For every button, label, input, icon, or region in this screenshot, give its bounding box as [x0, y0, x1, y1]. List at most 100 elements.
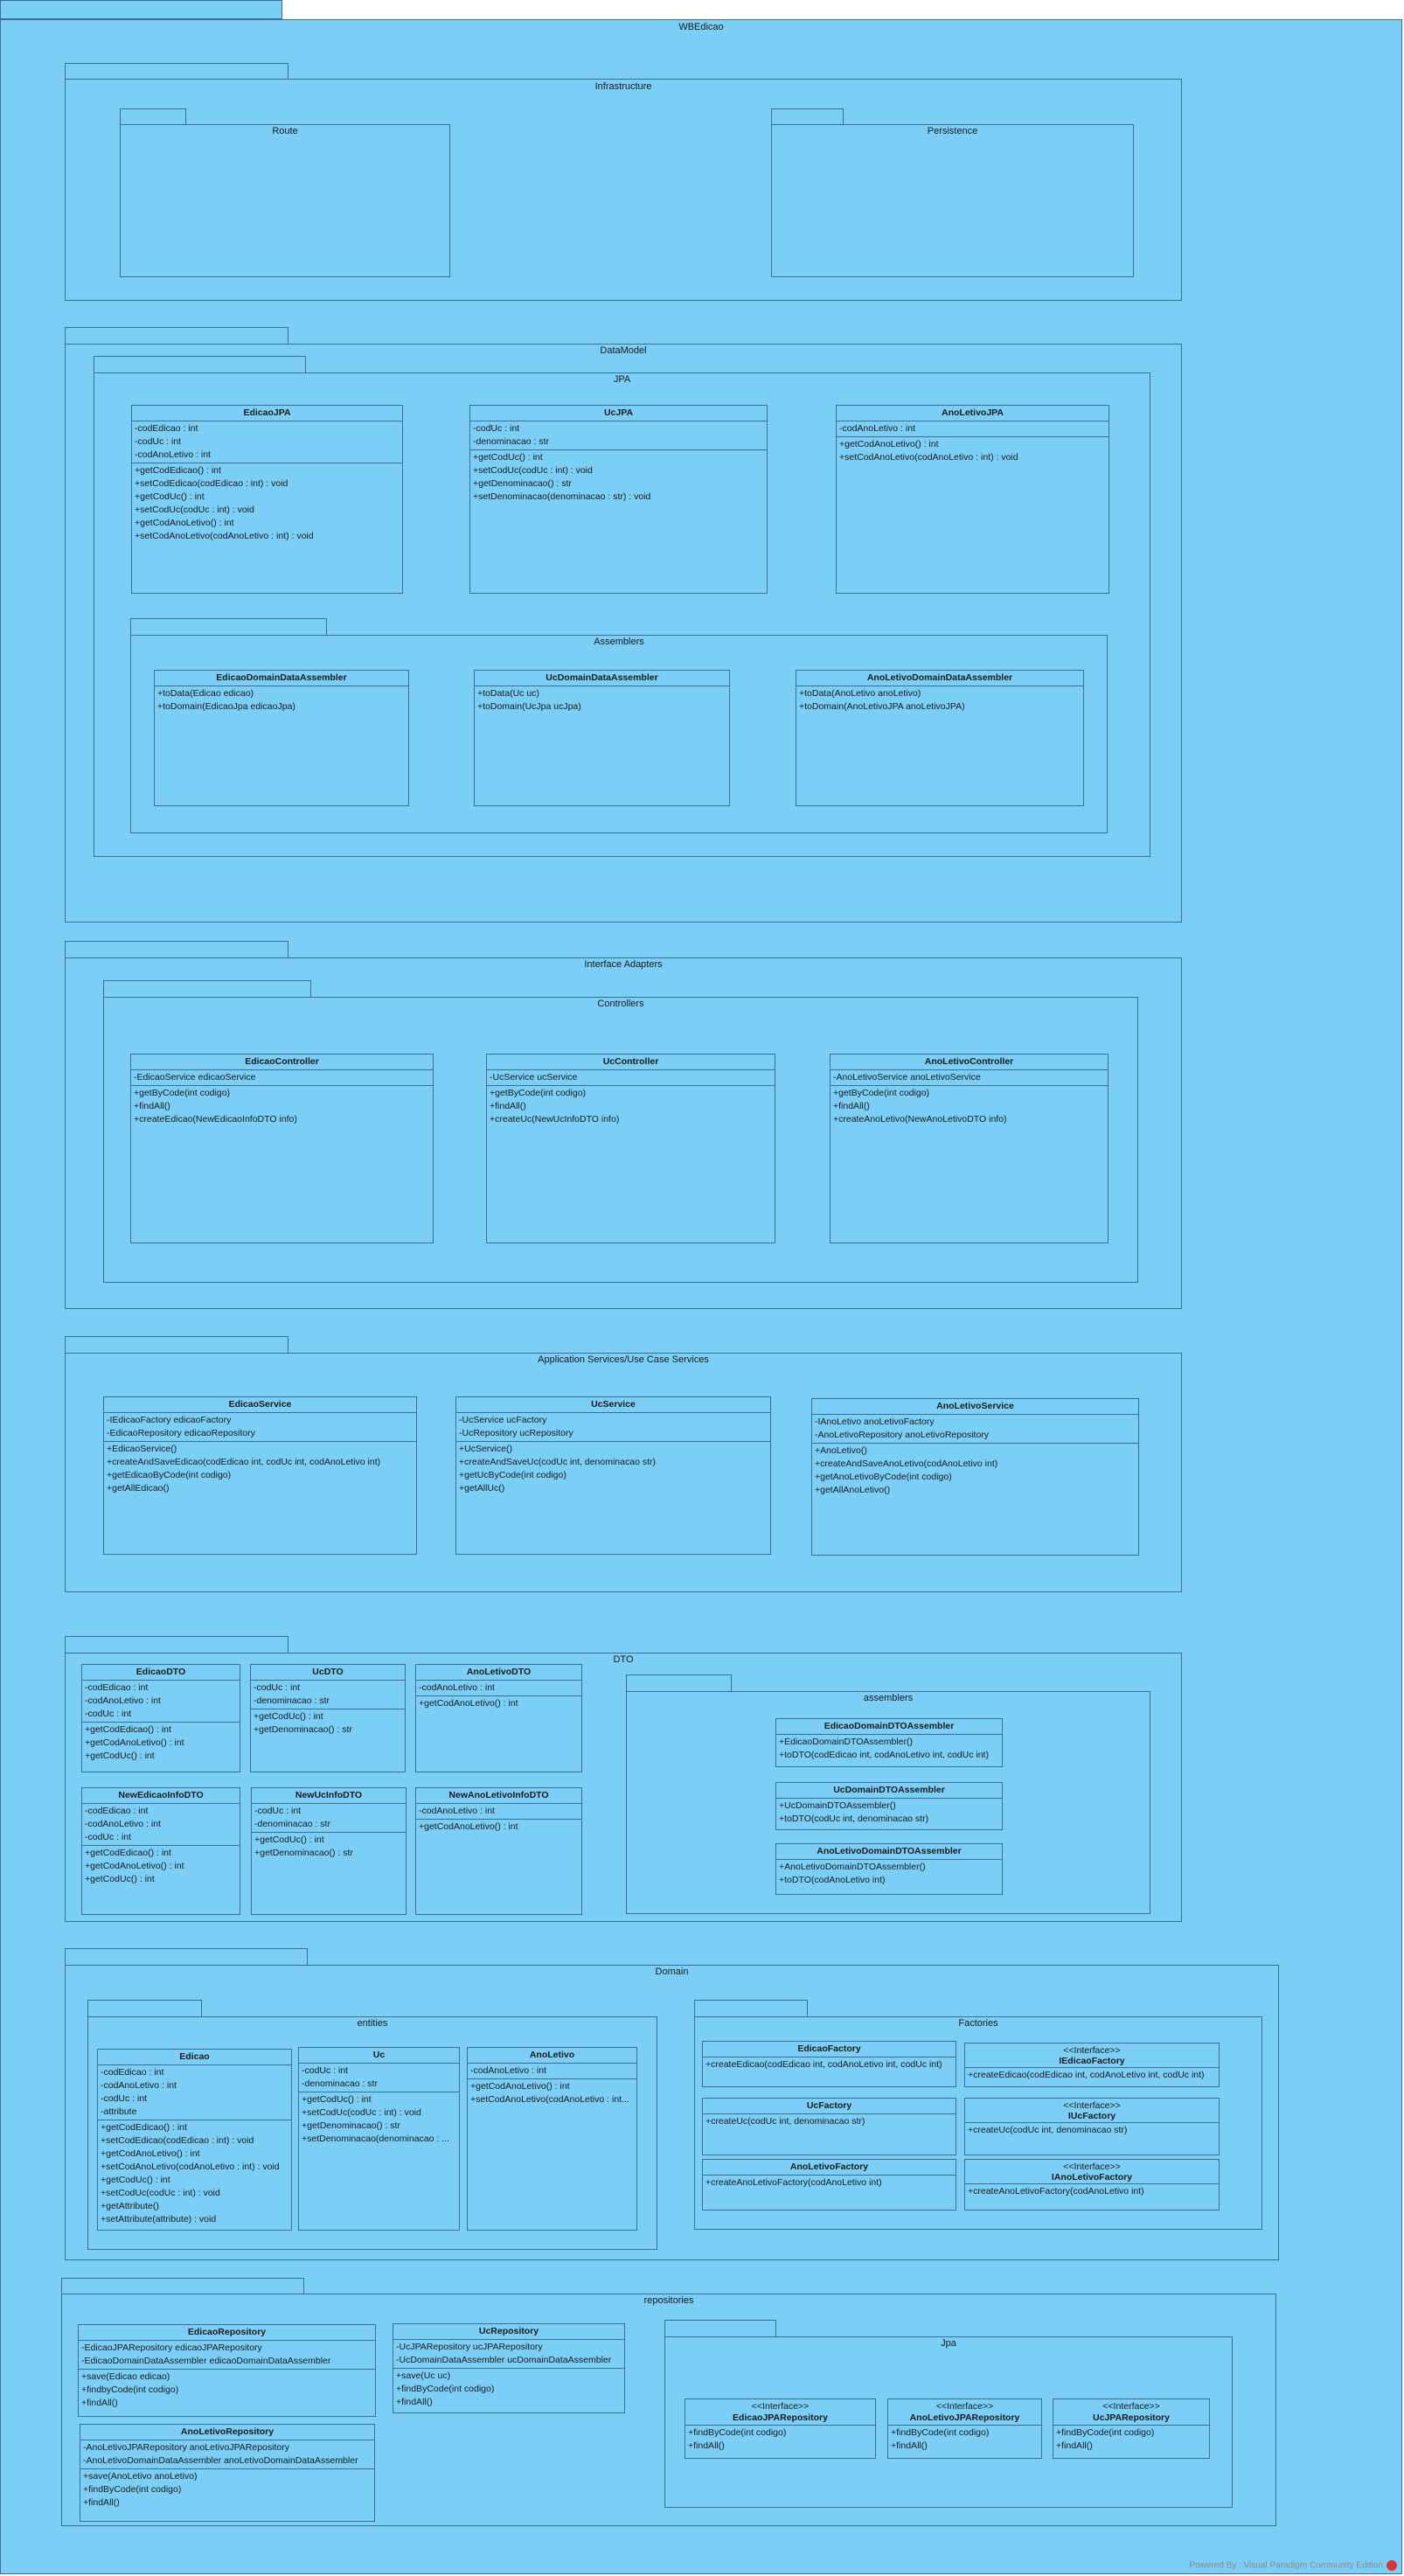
class-edicaodto[interactable]: EdicaoDTO -codEdicao : int -codAnoLetivo…	[81, 1664, 240, 1772]
stereotype: <<Interface>>	[1102, 2401, 1160, 2412]
class-anoletivofactory[interactable]: AnoLetivoFactory +createAnoLetivoFactory…	[702, 2159, 956, 2210]
stereotype: <<Interface>>	[935, 2401, 994, 2412]
class-edicaodomaindtoassembler[interactable]: EdicaoDomainDTOAssembler +EdicaoDomainDT…	[775, 1718, 1003, 1767]
operations: +findByCode(int codigo) +findAll()	[685, 2426, 875, 2454]
package-tab-controllers	[103, 980, 311, 998]
class-name: AnoLetivoController	[831, 1055, 1108, 1070]
class-name: UcDomainDTOAssembler	[776, 1783, 1002, 1799]
class-edicaofactory[interactable]: EdicaoFactory +createEdicao(codEdicao in…	[702, 2041, 956, 2087]
operation: +getDenominacao() : str	[254, 1724, 352, 1735]
operation: +setCodUc(codUc : int) : void	[101, 2188, 220, 2198]
attribute: -codUc : int	[85, 1709, 132, 1719]
operation: +getCodEdicao() : int	[85, 1848, 171, 1858]
class-edicaoservice[interactable]: EdicaoService -IEdicaoFactory edicaoFact…	[103, 1396, 417, 1555]
class-name: AnoLetivoJPA	[837, 406, 1109, 421]
operation: +findByCode(int codigo)	[891, 2427, 990, 2438]
operations: +getByCode(int codigo) +findAll() +creat…	[131, 1086, 433, 1127]
operations: +UcDomainDTOAssembler() +toDTO(codUc int…	[776, 1799, 1002, 1827]
class-ucrepository[interactable]: UcRepository -UcJPARepository ucJPARepos…	[393, 2323, 625, 2413]
class-ucdto[interactable]: UcDTO -codUc : int -denominacao : str +g…	[250, 1664, 406, 1772]
operation: +toDTO(codEdicao int, codAnoLetivo int, …	[779, 1750, 989, 1760]
class-edicaodomaindataassembler[interactable]: EdicaoDomainDataAssembler +toData(Edicao…	[154, 670, 409, 806]
class-name: AnoLetivoRepository	[80, 2425, 374, 2440]
package-title: DTO	[613, 1654, 634, 1665]
class-name: NewAnoLetivoInfoDTO	[416, 1788, 581, 1804]
class-uc[interactable]: Uc -codUc : int -denominacao : str +getC…	[298, 2047, 460, 2231]
attribute: -EdicaoJPARepository edicaoJPARepository	[81, 2343, 262, 2353]
operation: +getAnoLetivoByCode(int codigo)	[815, 1472, 952, 1482]
package-title: entities	[357, 2018, 388, 2029]
class-ucfactory[interactable]: UcFactory +createUc(codUc int, denominac…	[702, 2098, 956, 2155]
operations: +EdicaoDomainDTOAssembler() +toDTO(codEd…	[776, 1735, 1002, 1763]
package-title: assemblers	[863, 1693, 914, 1703]
operation: +toData(Uc uc)	[477, 688, 539, 699]
operation: +setCodAnoLetivo(codAnoLetivo : int) : v…	[101, 2162, 280, 2172]
class-name: <<Interface>> EdicaoJPARepository	[685, 2399, 875, 2426]
class-name: <<Interface>> AnoLetivoJPARepository	[888, 2399, 1041, 2426]
stereotype: <<Interface>>	[1063, 2162, 1121, 2172]
operation: +getCodAnoLetivo() : int	[470, 2081, 570, 2092]
class-ucdomaindataassembler[interactable]: UcDomainDataAssembler +toData(Uc uc) +to…	[474, 670, 730, 806]
class-name: AnoLetivoFactory	[703, 2160, 956, 2176]
class-anoletivo[interactable]: AnoLetivo -codAnoLetivo : int +getCodAno…	[467, 2047, 637, 2231]
class-anoletivorepository[interactable]: AnoLetivoRepository -AnoLetivoJPAReposit…	[80, 2424, 375, 2522]
operation: +findByCode(int codigo)	[83, 2484, 182, 2495]
class-edicaojpa[interactable]: EdicaoJPA -codEdicao : int -codUc : int …	[131, 405, 403, 594]
attribute: -codAnoLetivo : int	[419, 1806, 495, 1816]
package-tab-datamodel	[65, 327, 288, 345]
class-anoletivodomaindataassembler[interactable]: AnoLetivoDomainDataAssembler +toData(Ano…	[796, 670, 1084, 806]
class-anoletivodto[interactable]: AnoLetivoDTO -codAnoLetivo : int +getCod…	[415, 1664, 582, 1772]
attributes: -UcService ucFactory -UcRepository ucRep…	[456, 1413, 770, 1442]
attributes: -AnoLetivoJPARepository anoLetivoJPARepo…	[80, 2440, 374, 2469]
class-name: AnoLetivoDomainDataAssembler	[796, 671, 1083, 686]
operations: +getCodUc() : int +setCodUc(codUc : int)…	[470, 450, 767, 505]
class-newanoletivoinfodto[interactable]: NewAnoLetivoInfoDTO -codAnoLetivo : int …	[415, 1787, 582, 1915]
operations: +getCodEdicao() : int +setCodEdicao(codE…	[132, 463, 402, 544]
operation: +findAll()	[490, 1101, 526, 1111]
interface-anoletivojparepository[interactable]: <<Interface>> AnoLetivoJPARepository +fi…	[887, 2398, 1042, 2459]
attribute: -codEdicao : int	[85, 1682, 149, 1693]
class-anoletivoservice[interactable]: AnoLetivoService -IAnoLetivo anoLetivoFa…	[811, 1398, 1139, 1556]
class-newedicaoinfodto[interactable]: NewEdicaoInfoDTO -codEdicao : int -codAn…	[81, 1787, 240, 1915]
interface-ucjparepository[interactable]: <<Interface>> UcJPARepository +findByCod…	[1053, 2398, 1210, 2459]
class-ucjpa[interactable]: UcJPA -codUc : int -denominacao : str +g…	[469, 405, 768, 594]
attribute: -EdicaoDomainDataAssembler edicaoDomainD…	[81, 2356, 331, 2366]
operation: +getByCode(int codigo)	[833, 1088, 930, 1098]
operations: +createEdicao(codEdicao int, codAnoLetiv…	[703, 2057, 956, 2072]
package-tab-repo-jpa	[664, 2320, 776, 2337]
class-anoletivojpa[interactable]: AnoLetivoJPA -codAnoLetivo : int +getCod…	[836, 405, 1109, 594]
class-edicaocontroller[interactable]: EdicaoController -EdicaoService edicaoSe…	[130, 1054, 434, 1243]
operation: +getCodAnoLetivo() : int	[101, 2148, 200, 2159]
attribute: -UcDomainDataAssembler ucDomainDataAssem…	[396, 2355, 612, 2365]
interface-iedicaofactory[interactable]: <<Interface>> IEdicaoFactory +createEdic…	[964, 2043, 1220, 2087]
class-name: <<Interface>> IUcFactory	[965, 2099, 1219, 2123]
class-ucdomaindtoassembler[interactable]: UcDomainDTOAssembler +UcDomainDTOAssembl…	[775, 1782, 1003, 1830]
class-anoletivodomaindtoassembler[interactable]: AnoLetivoDomainDTOAssembler +AnoLetivoDo…	[775, 1843, 1003, 1895]
class-name: <<Interface>> IAnoLetivoFactory	[965, 2160, 1219, 2184]
attribute: -codAnoLetivo : int	[839, 423, 915, 434]
operation: +toDomain(AnoLetivoJPA anoLetivoJPA)	[799, 701, 965, 712]
class-ucservice[interactable]: UcService -UcService ucFactory -UcReposi…	[455, 1396, 771, 1555]
attribute: -IAnoLetivo anoLetivoFactory	[815, 1417, 935, 1427]
attributes: -codUc : int -denominacao : str	[252, 1804, 406, 1833]
package-tab-repositories	[61, 2278, 304, 2294]
package-tab-domain	[65, 1948, 308, 1966]
class-edicao[interactable]: Edicao -codEdicao : int -codAnoLetivo : …	[97, 2049, 292, 2231]
interface-edicaojparepository[interactable]: <<Interface>> EdicaoJPARepository +findB…	[685, 2398, 876, 2459]
class-name: UcDomainDataAssembler	[475, 671, 729, 686]
package-tab-infrastructure	[65, 63, 288, 80]
class-name: EdicaoJPA	[132, 406, 402, 421]
class-anoletivocontroller[interactable]: AnoLetivoController -AnoLetivoService an…	[830, 1054, 1109, 1243]
operation: +getCodAnoLetivo() : int	[419, 1698, 518, 1709]
class-newucinfodto[interactable]: NewUcInfoDTO -codUc : int -denominacao :…	[251, 1787, 407, 1915]
operations: +createAnoLetivoFactory(codAnoLetivo int…	[703, 2176, 956, 2190]
class-edicaorepository[interactable]: EdicaoRepository -EdicaoJPARepository ed…	[78, 2324, 376, 2417]
attributes: -codEdicao : int -codAnoLetivo : int -co…	[98, 2065, 291, 2120]
package-tab-persistence	[771, 108, 844, 125]
class-uccontroller[interactable]: UcController -UcService ucService +getBy…	[486, 1054, 775, 1243]
interface-ianoletivofactory[interactable]: <<Interface>> IAnoLetivoFactory +createA…	[964, 2159, 1220, 2210]
operation: +setCodUc(codUc : int) : void	[135, 505, 254, 515]
operation: +setCodUc(codUc : int) : void	[302, 2107, 421, 2118]
attribute: -codEdicao : int	[85, 1806, 149, 1816]
interface-iucfactory[interactable]: <<Interface>> IUcFactory +createUc(codUc…	[964, 2098, 1220, 2155]
